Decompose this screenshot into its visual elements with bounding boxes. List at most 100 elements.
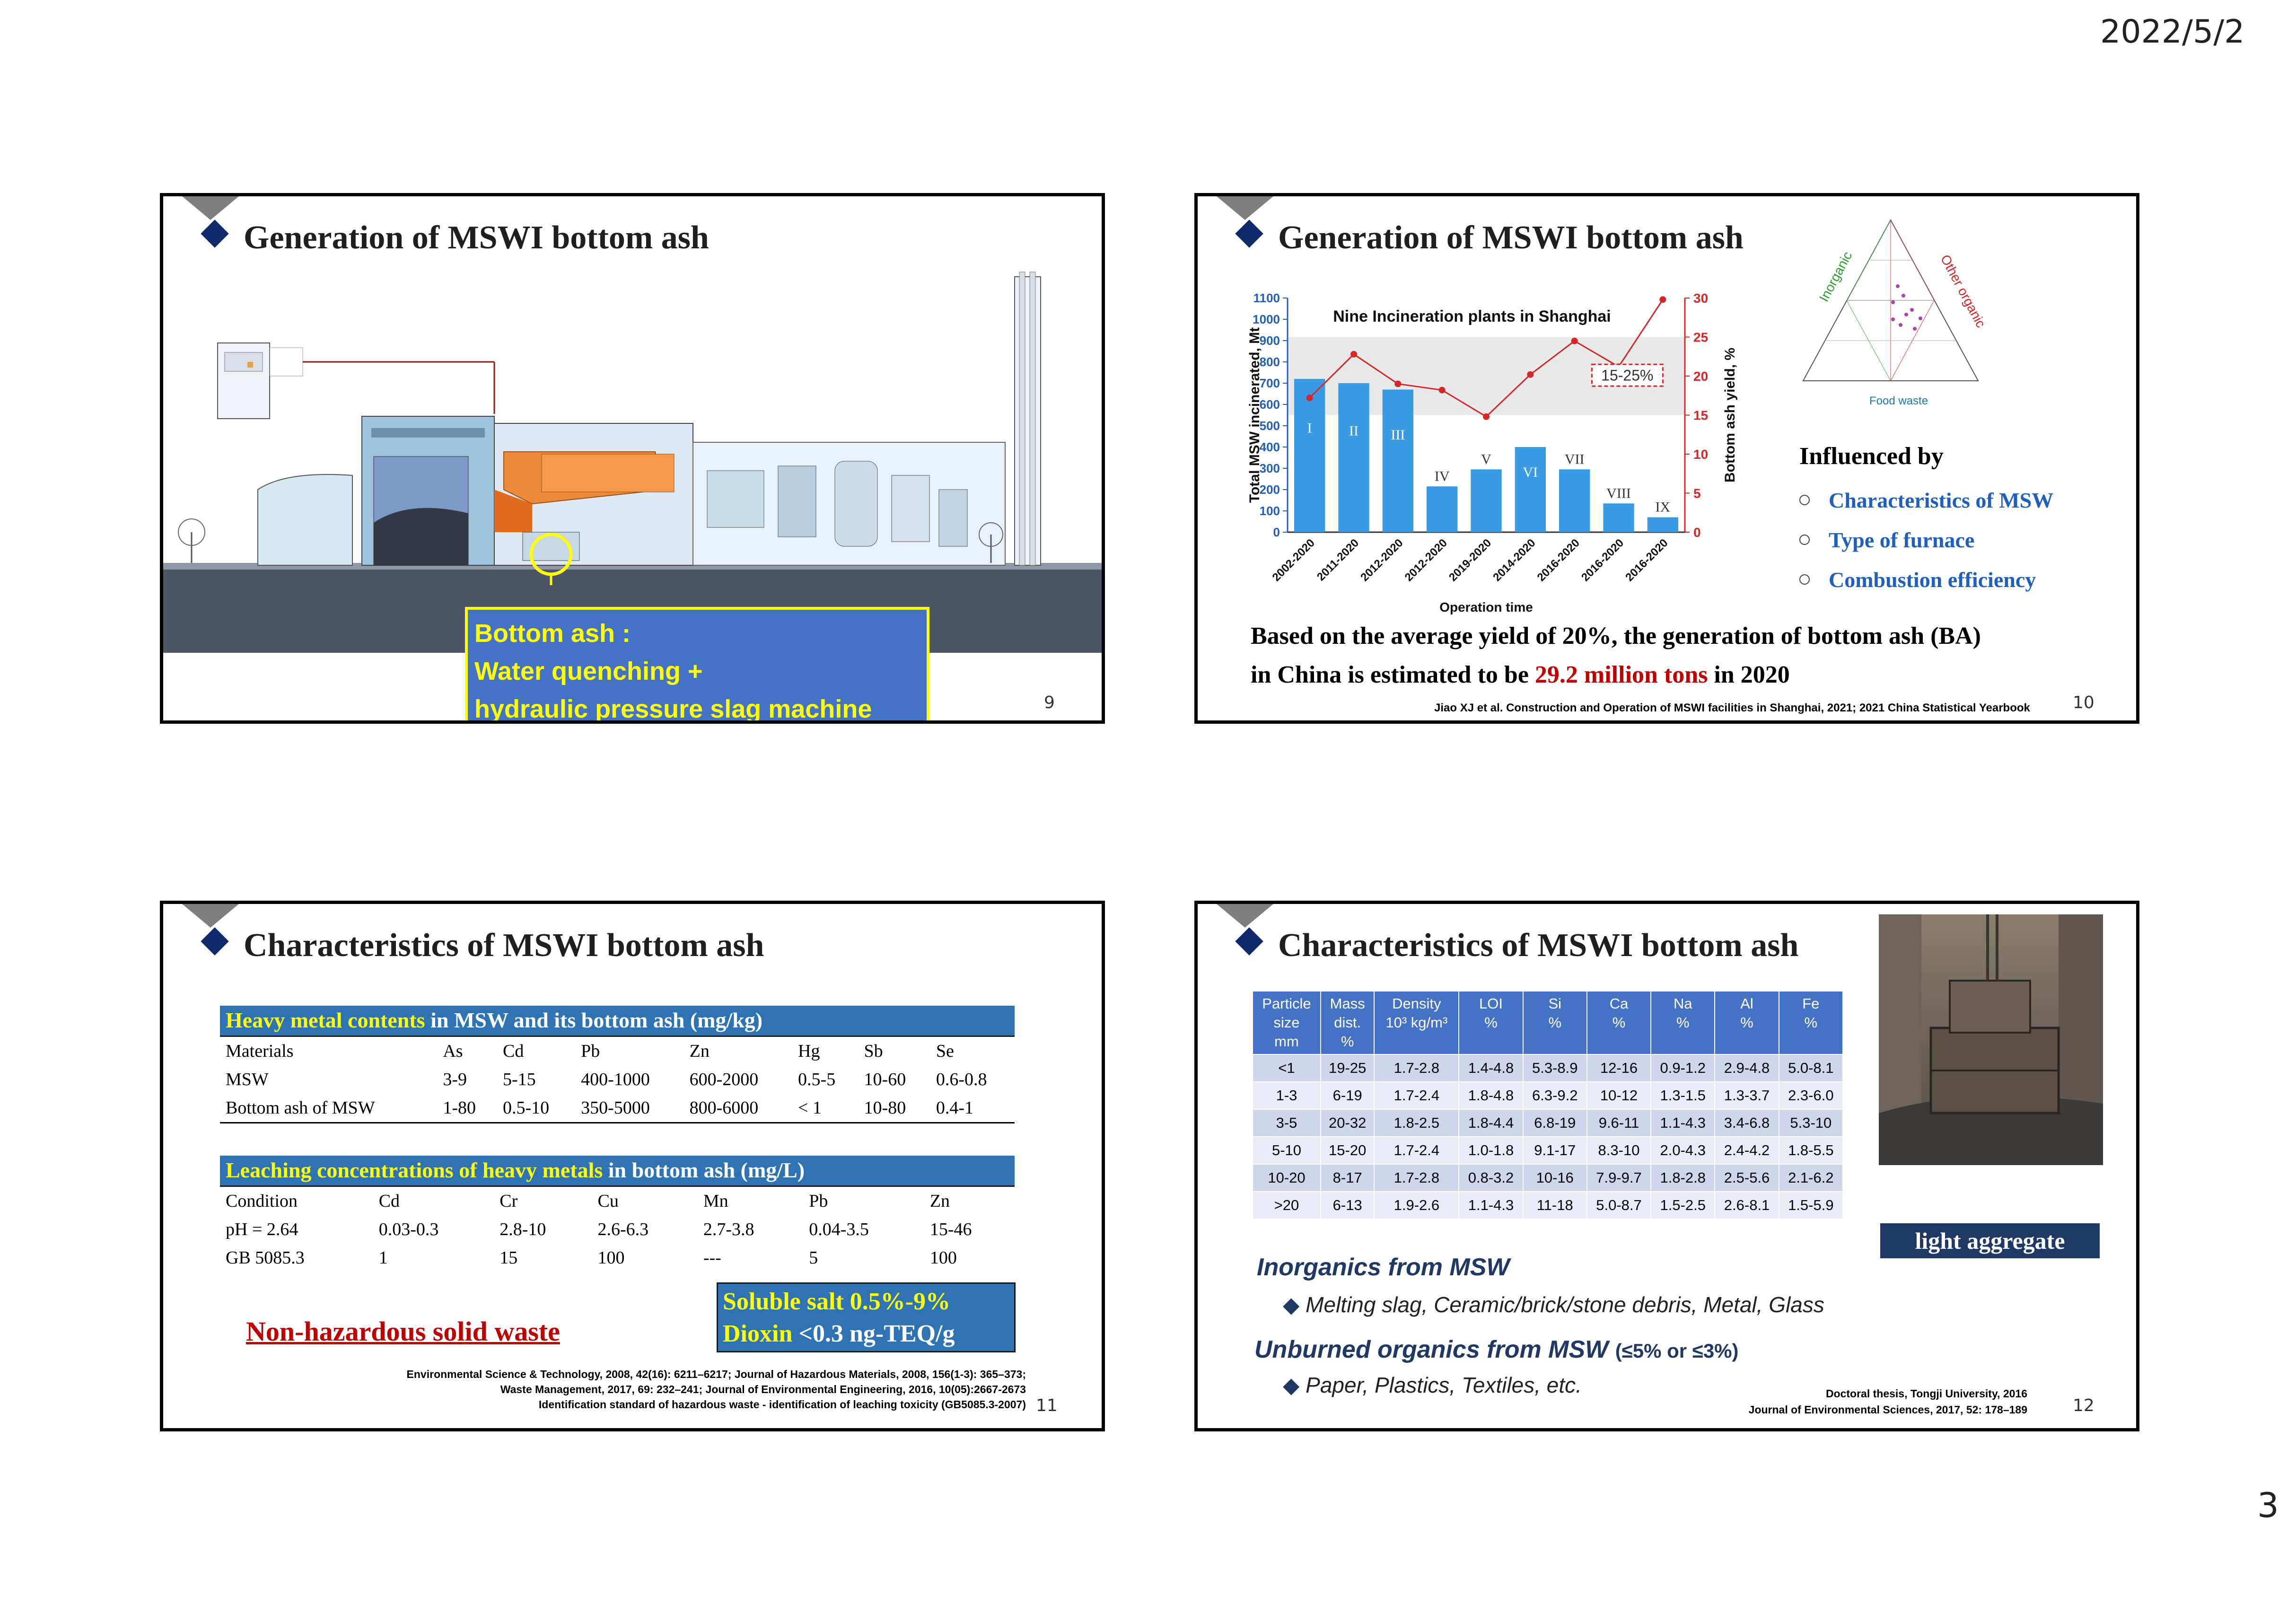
table-cell: 8-17 xyxy=(1320,1164,1375,1192)
table-cell: 400-1000 xyxy=(581,1070,650,1089)
factor-text: Type of furnace xyxy=(1829,527,1975,552)
diamond-bullet-icon: ◆ xyxy=(1283,1373,1300,1397)
table-cell: 100 xyxy=(597,1248,625,1268)
salt-label: Soluble salt xyxy=(723,1288,850,1315)
column-header-line: Ca xyxy=(1609,995,1629,1012)
circle-bullet-icon xyxy=(1799,574,1810,585)
table-cell: 1.4-4.8 xyxy=(1458,1054,1524,1082)
table-cell: 12-16 xyxy=(1586,1054,1652,1082)
bar xyxy=(1427,486,1458,532)
reference-line: Journal of Environmental Sciences, 2017,… xyxy=(1748,1404,2027,1416)
column-header-line: Mass xyxy=(1330,995,1365,1012)
circle-bullet-icon xyxy=(1799,495,1810,505)
column-header: Al% xyxy=(1714,991,1779,1055)
ternary-bottom-label: Food waste xyxy=(1869,395,1928,407)
summary-line-1: Based on the average yield of 20%, the g… xyxy=(1251,623,1981,649)
column-header-line: % xyxy=(1341,1033,1354,1050)
slide-number: 9 xyxy=(1044,693,1055,712)
table-cell: 0.5-5 xyxy=(798,1070,836,1089)
table-cell: 1.3-3.7 xyxy=(1714,1081,1779,1110)
factor-list: Characteristics of MSW Type of furnace C… xyxy=(1799,480,2053,599)
slide-corner-marker xyxy=(1217,904,1273,928)
summary-line-2: in China is estimated to be 29.2 million… xyxy=(1251,661,1790,689)
band-label-box xyxy=(1591,363,1664,387)
column-header-line: Particle xyxy=(1262,995,1311,1012)
table-cell: 5-10 xyxy=(1252,1136,1321,1165)
heavy-metal-table: Heavy metal contents in MSW and its bott… xyxy=(220,1006,1015,1123)
table-cell: 10-20 xyxy=(1252,1164,1321,1192)
slide-11: Characteristics of MSWI bottom ash Heavy… xyxy=(160,901,1105,1431)
bar xyxy=(1647,517,1678,532)
table-cell: 10-60 xyxy=(864,1070,906,1089)
table-cell: 0.4-1 xyxy=(936,1098,974,1118)
column-header-line: Al xyxy=(1740,995,1753,1012)
table-cell: 2.7-3.8 xyxy=(703,1219,754,1239)
table-cell: pH = 2.64 xyxy=(226,1219,298,1239)
reference-line: Doctoral thesis, Tongji University, 2016 xyxy=(1825,1387,2027,1400)
y-tick-label: 400 xyxy=(1260,440,1280,454)
column-header-line: 10³ kg/m³ xyxy=(1385,1014,1448,1031)
bar xyxy=(1559,469,1590,532)
y2-tick-label: 0 xyxy=(1693,525,1701,540)
column-header: Mass dist.% xyxy=(1320,991,1375,1055)
x-tick-label: 2012-2020 xyxy=(1402,536,1450,584)
yield-point xyxy=(1571,337,1578,344)
slide-title: Generation of MSWI bottom ash xyxy=(1278,219,1744,256)
y-tick-label: 1100 xyxy=(1253,291,1280,305)
table-cell: 5.3-10 xyxy=(1778,1109,1844,1137)
column-header-line: % xyxy=(1548,1014,1562,1031)
table-cell: 1.8-2.5 xyxy=(1374,1109,1460,1137)
column-header: Sb xyxy=(864,1041,883,1061)
column-header-line: dist. xyxy=(1334,1014,1361,1031)
table-cell: 1-80 xyxy=(443,1098,476,1118)
dioxin-label: Dioxin xyxy=(723,1320,799,1347)
unburned-item: ◆ Paper, Plastics, Textiles, etc. xyxy=(1283,1372,1582,1398)
bar xyxy=(1515,447,1546,532)
table-cell: 350-5000 xyxy=(581,1098,650,1118)
table-header-text: in MSW and its bottom ash (mg/kg) xyxy=(425,1008,763,1032)
bar xyxy=(1471,469,1502,532)
y-tick-label: 1000 xyxy=(1253,312,1280,326)
table-header-highlight: Leaching concentrations of heavy metals xyxy=(226,1158,603,1182)
bar-label: III xyxy=(1391,427,1405,443)
column-header: Materials xyxy=(226,1041,294,1061)
column-header: LOI% xyxy=(1458,991,1524,1055)
table-cell: < 1 xyxy=(798,1098,822,1118)
salt-dioxin-box: Soluble salt 0.5%-9% Dioxin <0.3 ng-TEQ/… xyxy=(717,1282,1016,1352)
column-header: Na% xyxy=(1650,991,1716,1055)
yield-point xyxy=(1394,380,1402,387)
circle-bullet-icon xyxy=(1799,535,1810,545)
table-header: Leaching concentrations of heavy metals … xyxy=(220,1156,1015,1187)
callout-line-2: Water quenching + xyxy=(474,657,703,685)
factor-text: Characteristics of MSW xyxy=(1829,488,2054,512)
table-cell: 11-18 xyxy=(1522,1191,1587,1219)
table-cell: 600-2000 xyxy=(689,1070,759,1089)
table-cell: 2.1-6.2 xyxy=(1778,1164,1844,1192)
slide-corner-marker xyxy=(182,196,239,220)
bar-label: V xyxy=(1481,451,1491,467)
column-header: Cd xyxy=(378,1191,400,1211)
influenced-heading: Influenced by xyxy=(1799,443,1944,470)
table-cell: 10-16 xyxy=(1522,1164,1587,1192)
column-header-line: % xyxy=(1484,1014,1498,1031)
slide-title: Characteristics of MSWI bottom ash xyxy=(244,927,764,964)
table-cell: 3-9 xyxy=(443,1070,467,1089)
y-axis-label: Total MSW incinerated, Mt xyxy=(1247,327,1262,503)
slide-title: Characteristics of MSWI bottom ash xyxy=(1278,927,1799,964)
yield-point xyxy=(1350,351,1357,358)
table-cell: 6-19 xyxy=(1320,1081,1375,1110)
table-cell: 1.3-1.5 xyxy=(1650,1081,1716,1110)
callout-line-1: Bottom ash : xyxy=(474,619,631,648)
page-number: 3 xyxy=(2257,1485,2279,1525)
table-header: Heavy metal contents in MSW and its bott… xyxy=(220,1006,1015,1037)
band-label: 15-25% xyxy=(1601,367,1653,384)
table-cell: 0.6-0.8 xyxy=(936,1070,987,1089)
table-cell: 1 xyxy=(378,1248,388,1268)
y2-tick-label: 25 xyxy=(1693,330,1708,345)
table-cell: 10-12 xyxy=(1586,1081,1652,1110)
y2-tick-label: 20 xyxy=(1693,369,1708,384)
table-cell: 10-80 xyxy=(864,1098,906,1118)
